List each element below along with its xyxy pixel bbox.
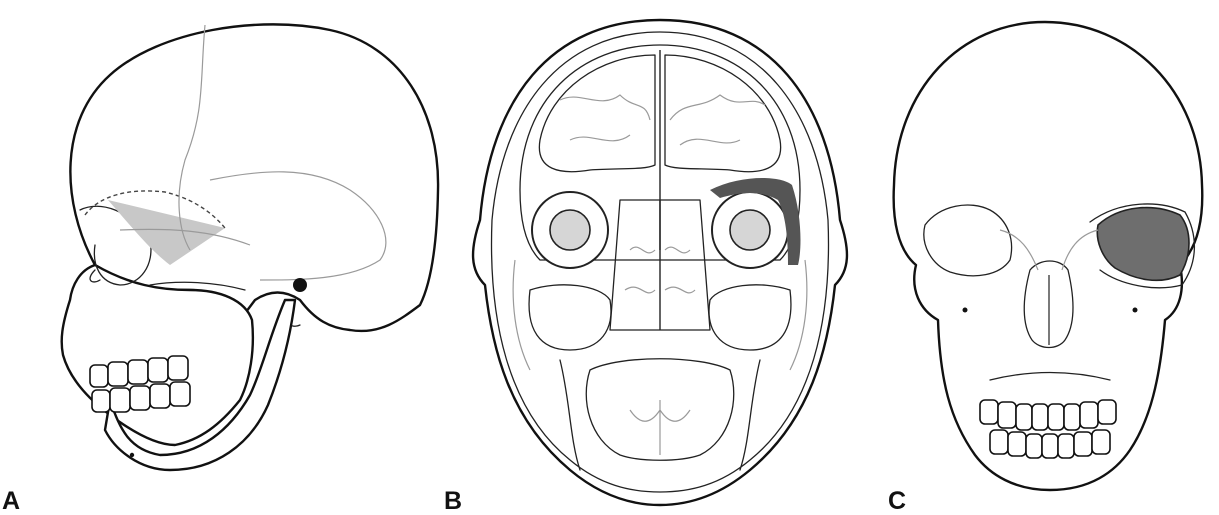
panel-b: B [440, 0, 880, 514]
panel-label-b: B [444, 489, 462, 514]
coronal-section-drawing [440, 0, 880, 514]
panel-label-c: C [888, 489, 906, 514]
panel-label-a: A [2, 489, 20, 514]
panel-a: A [0, 0, 440, 514]
frontal-skull-drawing [880, 0, 1219, 514]
panel-c: C [880, 0, 1219, 514]
lateral-skull-drawing [0, 0, 440, 514]
